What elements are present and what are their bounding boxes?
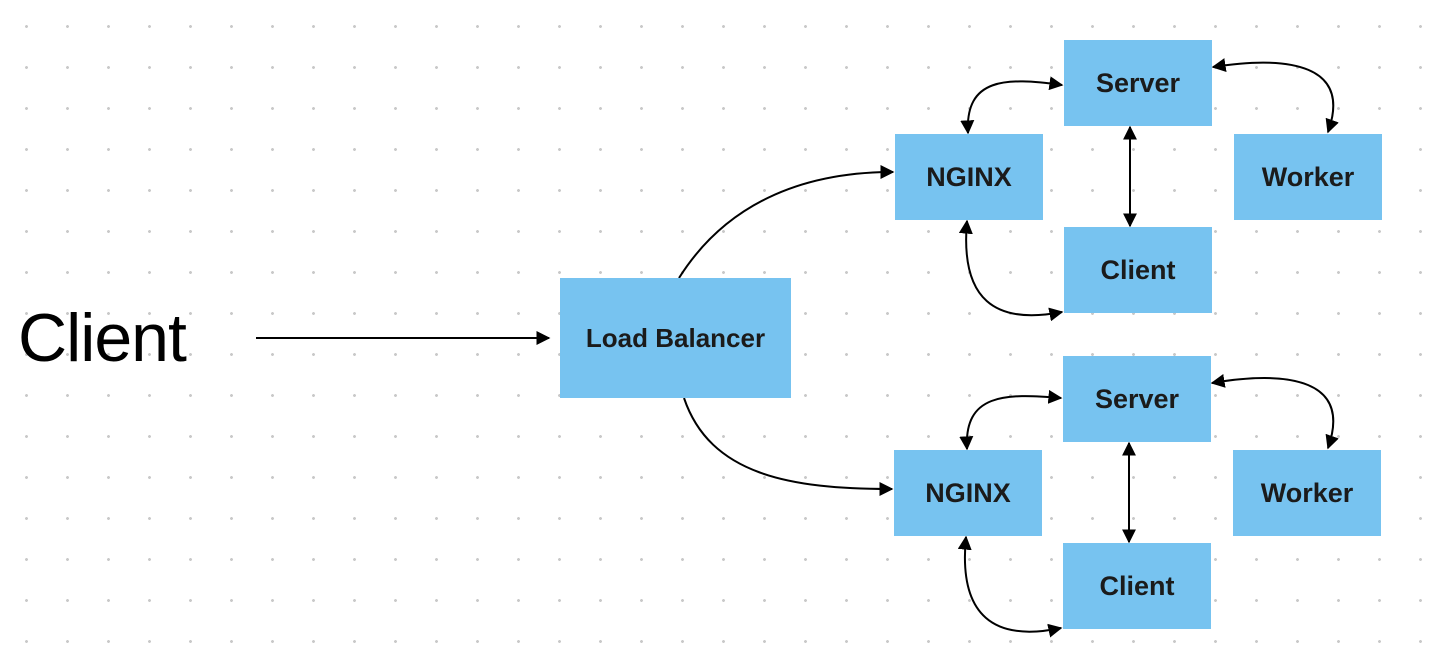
server-node-top[interactable]: Server <box>1064 40 1212 126</box>
client-node-bottom[interactable]: Client <box>1063 543 1211 629</box>
nginx-client-bottom-arrow <box>957 535 1063 638</box>
server-node-bottom[interactable]: Server <box>1063 356 1211 442</box>
worker-node-bottom[interactable]: Worker <box>1233 450 1381 536</box>
nginx-server-bottom-arrow <box>959 389 1063 451</box>
lb-to-nginx-bottom-arrow <box>683 397 894 496</box>
client-node-top[interactable]: Client <box>1064 227 1212 313</box>
nginx-node-bottom[interactable]: NGINX <box>894 450 1042 536</box>
client-source-label: Client <box>18 300 187 376</box>
server-worker-top-arrow <box>1211 58 1339 134</box>
nginx-server-top-arrow <box>960 76 1064 135</box>
worker-node-top[interactable]: Worker <box>1234 134 1382 220</box>
lb-to-nginx-top-arrow <box>678 165 895 279</box>
server-worker-bottom-arrow <box>1210 374 1339 450</box>
nginx-client-top-arrow <box>958 219 1064 322</box>
nginx-node-top[interactable]: NGINX <box>895 134 1043 220</box>
load-balancer-node[interactable]: Load Balancer <box>560 278 791 398</box>
